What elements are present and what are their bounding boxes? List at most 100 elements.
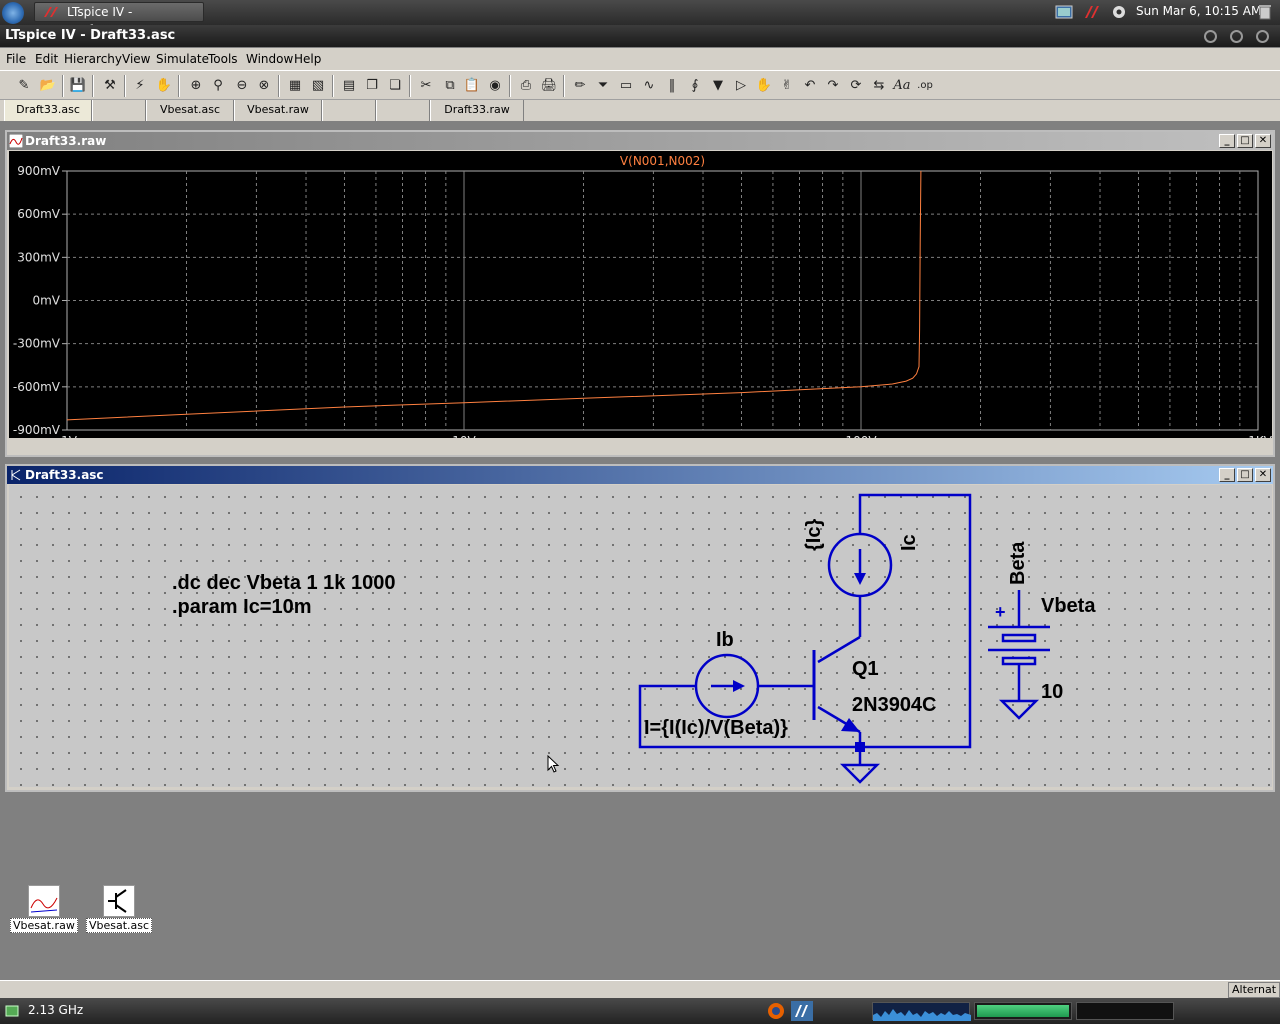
apps-menu-icon[interactable] (2, 2, 24, 24)
spice-directive-icon[interactable]: .op (917, 79, 933, 91)
close-circle-button[interactable] (1256, 30, 1269, 43)
wire-loop-right[interactable] (858, 493, 972, 749)
waveform-maximize-button[interactable]: □ (1237, 134, 1253, 148)
schematic-doc-icon (11, 469, 21, 481)
vsource-name[interactable]: Vbeta (1041, 595, 1096, 617)
run-simulation-icon[interactable]: ⚡ (135, 77, 145, 93)
control-panel-hammer-icon[interactable]: ⚒ (104, 77, 116, 93)
settings-gear-icon[interactable] (1110, 3, 1128, 21)
waveform-icon[interactable]: ▧ (311, 77, 325, 93)
open-folder-icon[interactable]: 📂 (39, 77, 57, 93)
waveform-close-button[interactable]: ✕ (1255, 134, 1271, 148)
minimized-vbesat-asc[interactable]: Vbesat.asc (86, 885, 153, 933)
transistor-model[interactable]: 2N3904C (852, 694, 937, 716)
vsource-value[interactable]: 10 (1041, 681, 1064, 703)
rotate-icon[interactable]: ⟳ (850, 77, 862, 93)
inductor-icon[interactable]: ∮ (691, 77, 699, 93)
ib-source-value[interactable]: I={I(Ic)/V(Beta)} (644, 717, 788, 739)
diode-icon[interactable]: ▼ (713, 77, 723, 93)
save-icon[interactable]: 💾 (69, 77, 87, 93)
schematic-minimize-button[interactable]: _ (1219, 468, 1235, 482)
tile-vertical-icon[interactable]: ❏ (389, 77, 401, 93)
ic-source-name[interactable]: Ic (898, 534, 920, 551)
taskbar-window-button[interactable]: LTspice IV - Draft33.asc (34, 2, 204, 37)
net-label-beta[interactable]: Beta (1007, 541, 1029, 585)
menu-view[interactable]: View (122, 52, 151, 66)
spice-directives[interactable]: .dc dec Vbeta 1 1k 1000 .param Ic=10m (172, 571, 395, 619)
panel-clock[interactable]: Sun Mar 6, 10:15 AM (1136, 4, 1262, 18)
move-hand-icon[interactable]: ✋ (755, 77, 773, 93)
schematic-drawing[interactable] (9, 485, 1272, 787)
capacitor-icon[interactable]: ‖ (668, 77, 676, 93)
autorange-icon[interactable]: ▦ (288, 77, 302, 93)
trace-label[interactable]: V(N001,N002) (620, 154, 705, 168)
schematic-maximize-button[interactable]: □ (1237, 468, 1253, 482)
menu-file[interactable]: File (6, 52, 27, 66)
transistor-name[interactable]: Q1 (852, 658, 879, 680)
app-title-bar: LTspice IV - Draft33.asc (0, 25, 1280, 47)
vbeta-cell-1 (1001, 633, 1037, 643)
directive-dc[interactable]: .dc dec Vbeta 1 1k 1000 (172, 572, 396, 594)
maximize-circle-button[interactable] (1230, 30, 1243, 43)
print-icon[interactable]: 🖨 (540, 77, 558, 93)
waveform-plot[interactable]: 900mV600mV300mV0mV-300mV-600mV-900mV1V10… (9, 151, 1273, 448)
tile-horizontal-icon[interactable]: ▤ (342, 77, 356, 93)
tab-vbesat-raw[interactable]: Vbesat.raw (234, 100, 322, 121)
draw-wire-icon[interactable]: ✏ (574, 77, 586, 93)
plot-area[interactable]: 900mV600mV300mV0mV-300mV-600mV-900mV1V10… (9, 151, 1273, 448)
series-trace[interactable] (66, 170, 922, 421)
print-setup-icon[interactable]: ⎙ (520, 77, 532, 93)
minimize-circle-button[interactable] (1204, 30, 1217, 43)
menu-help[interactable]: Help (294, 52, 322, 66)
tab-empty[interactable] (376, 100, 430, 121)
schematic-close-button[interactable]: ✕ (1255, 468, 1271, 482)
redo-icon[interactable]: ↷ (827, 77, 839, 93)
menu-bar: File Edit Hierarchy View Simulate Tools … (0, 48, 1280, 70)
copy-icon[interactable]: ⧉ (445, 77, 455, 93)
waveform-thumbnail-icon (27, 885, 60, 917)
zoom-in-icon[interactable]: ⊕ (190, 77, 202, 93)
undo-icon[interactable]: ↶ (804, 77, 816, 93)
zoom-fit-icon[interactable]: ⊗ (258, 77, 270, 93)
ltspice-launcher-icon[interactable] (791, 1001, 813, 1021)
vbeta-cell-2 (1001, 656, 1037, 666)
menu-hierarchy[interactable]: Hierarchy (64, 52, 123, 66)
mirror-icon[interactable]: ⇆ (873, 77, 885, 93)
ic-source-value[interactable]: {Ic} (803, 518, 825, 551)
tab-empty[interactable] (92, 100, 146, 121)
halt-hand-icon[interactable]: ✋ (155, 77, 173, 93)
cascade-icon[interactable]: ❐ (366, 77, 378, 93)
ib-source-name[interactable]: Ib (716, 629, 734, 651)
tab-empty[interactable] (322, 100, 376, 121)
schematic-canvas[interactable]: .dc dec Vbeta 1 1k 1000 .param Ic=10m {I… (9, 485, 1272, 787)
ground-icon[interactable]: ⏷ (597, 77, 609, 93)
menu-tools[interactable]: Tools (208, 52, 238, 66)
firefox-icon[interactable] (766, 1001, 786, 1021)
ltspice-tray-icon[interactable] (1083, 3, 1101, 21)
display-tray-icon[interactable] (1055, 3, 1073, 21)
resistor-icon[interactable]: ∿ (643, 77, 655, 93)
zoom-pan-icon[interactable]: ⚲ (213, 77, 223, 93)
label-net-icon[interactable]: ▭ (619, 77, 633, 93)
zoom-out-icon[interactable]: ⊖ (236, 77, 248, 93)
desktop-bottom-panel: 2.13 GHz (0, 998, 1280, 1024)
wire-loop-left[interactable] (638, 684, 860, 749)
text-icon[interactable]: Aa (893, 77, 911, 93)
drag-hand-icon[interactable]: ✌ (781, 77, 793, 93)
menu-simulate[interactable]: Simulate (156, 52, 210, 66)
tab-draft33-asc[interactable]: Draft33.asc (4, 100, 92, 121)
paste-icon[interactable]: 📋 (463, 77, 481, 93)
menu-edit[interactable]: Edit (35, 52, 59, 66)
menu-window[interactable]: Window (246, 52, 294, 66)
new-schematic-icon[interactable]: ✎ (18, 77, 30, 93)
trash-icon[interactable] (1256, 3, 1274, 21)
minimized-vbesat-raw[interactable]: Vbesat.raw (10, 885, 78, 933)
cut-icon[interactable]: ✂ (420, 77, 432, 93)
tab-vbesat-asc[interactable]: Vbesat.asc (146, 100, 234, 121)
component-icon[interactable]: ▷ (736, 77, 746, 93)
find-binoculars-icon[interactable]: ◉ (489, 77, 501, 93)
directive-param[interactable]: .param Ic=10m (172, 596, 312, 618)
y-tick-label: 600mV (17, 207, 61, 221)
waveform-minimize-button[interactable]: _ (1219, 134, 1235, 148)
tab-draft33-raw[interactable]: Draft33.raw (430, 100, 524, 121)
